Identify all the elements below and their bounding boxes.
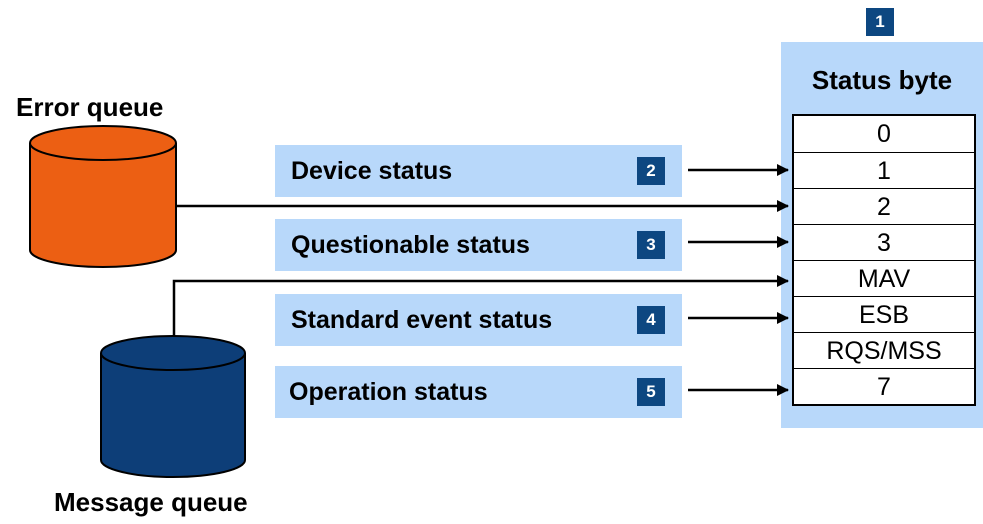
- status-bit-mav: MAV: [794, 260, 974, 297]
- status-bit-esb: ESB: [794, 296, 974, 333]
- status-bit-rqs-mss: RQS/MSS: [794, 332, 974, 369]
- status-byte-badge: 1: [866, 8, 894, 36]
- error-queue-label: Error queue: [16, 92, 164, 122]
- error-queue-cylinder-icon: [29, 125, 177, 268]
- message-queue-label: Message queue: [54, 487, 248, 517]
- operation-status-label: Operation status: [289, 378, 488, 406]
- questionable-status-badge: 3: [637, 231, 665, 259]
- standard-event-status-label: Standard event status: [291, 306, 553, 334]
- status-bit-0: 0: [877, 120, 891, 148]
- status-bit-2: 2: [794, 188, 974, 225]
- operation-status-badge: 5: [637, 378, 665, 406]
- standard-event-status-badge: 4: [637, 306, 665, 334]
- standard-event-status-register: Standard event status 4: [275, 294, 682, 346]
- operation-status-register: Operation status 5: [275, 366, 682, 418]
- status-bit-7: 7: [794, 368, 974, 405]
- status-bit-1: 1: [794, 152, 974, 189]
- questionable-status-label: Questionable status: [291, 231, 530, 259]
- device-status-badge: 2: [637, 157, 665, 185]
- device-status-register: Device status 2: [275, 145, 682, 197]
- device-status-label: Device status: [291, 157, 453, 185]
- status-bit-3: 3: [794, 224, 974, 261]
- questionable-status-register: Questionable status 3: [275, 219, 682, 271]
- status-byte-title: Status byte: [811, 65, 953, 95]
- status-byte-table: 0 1 2 3 MAV ESB RQS/MSS 7: [792, 114, 976, 406]
- message-queue-cylinder-icon: [100, 335, 246, 478]
- message-queue-arrow: [172, 275, 789, 336]
